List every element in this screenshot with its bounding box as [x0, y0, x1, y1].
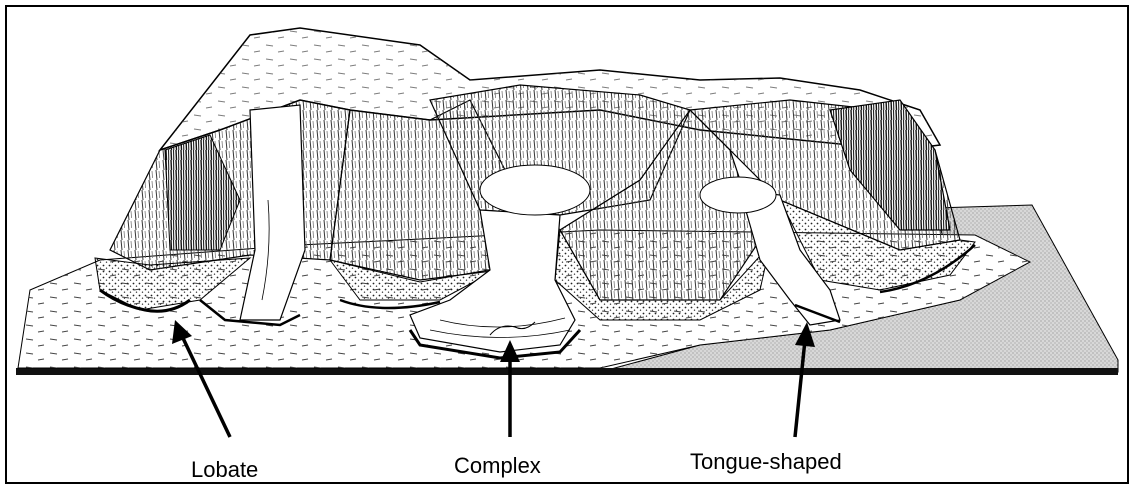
label-tongue-shaped: Tongue-shaped	[690, 449, 842, 475]
label-complex: Complex	[454, 453, 541, 479]
label-lobate: Lobate	[191, 457, 258, 483]
arrow-tongue-shaped	[795, 322, 815, 437]
block-base-edge	[16, 368, 1118, 375]
